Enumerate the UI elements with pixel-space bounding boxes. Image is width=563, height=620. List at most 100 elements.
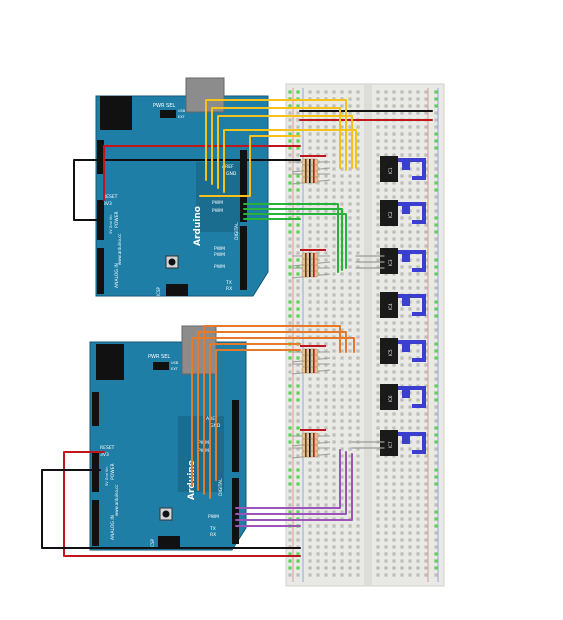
breadboard-hole: [384, 139, 388, 143]
breadboard-hole: [408, 545, 412, 549]
sensor-blue-lead: [398, 432, 426, 454]
breadboard-hole: [416, 307, 420, 311]
breadboard-hole: [316, 538, 320, 542]
breadboard-hole: [308, 216, 312, 220]
breadboard-hole: [376, 363, 380, 367]
breadboard-hole: [288, 104, 292, 108]
breadboard-hole: [296, 237, 300, 241]
reset-button-cap: [168, 258, 176, 266]
breadboard-hole: [340, 321, 344, 325]
breadboard-hole: [434, 216, 438, 220]
breadboard-hole: [416, 300, 420, 304]
breadboard-hole: [332, 286, 336, 290]
resistor-band: [309, 445, 311, 451]
breadboard-hole: [356, 517, 360, 521]
breadboard-hole: [288, 230, 292, 234]
breadboard-hole: [424, 524, 428, 528]
breadboard-hole: [296, 251, 300, 255]
breadboard-hole: [424, 321, 428, 325]
wire-orange-4: [209, 343, 301, 499]
resistor-band: [313, 361, 315, 367]
breadboard-hole: [392, 97, 396, 101]
breadboard-hole: [356, 552, 360, 556]
wire-yellow-4: [223, 129, 357, 193]
breadboard-hole: [332, 300, 336, 304]
breadboard-hole: [356, 286, 360, 290]
breadboard-hole: [434, 181, 438, 185]
breadboard-hole: [400, 356, 404, 360]
header-digital-low: [240, 226, 247, 290]
breadboard-hole: [356, 181, 360, 185]
breadboard-hole: [296, 405, 300, 409]
breadboard-hole: [308, 531, 312, 535]
breadboard-hole: [324, 454, 328, 458]
breadboard-hole: [348, 321, 352, 325]
breadboard-hole: [340, 384, 344, 388]
breadboard-hole: [408, 216, 412, 220]
breadboard-hole: [416, 237, 420, 241]
breadboard-hole: [400, 90, 404, 94]
breadboard-hole: [296, 188, 300, 192]
breadboard-hole: [316, 146, 320, 150]
breadboard-hole: [340, 412, 344, 416]
breadboard-hole: [376, 398, 380, 402]
breadboard-hole: [376, 244, 380, 248]
breadboard-hole: [296, 230, 300, 234]
breadboard-hole: [356, 174, 360, 178]
breadboard-hole: [416, 230, 420, 234]
breadboard-hole: [324, 195, 328, 199]
resistor-band: [313, 159, 315, 165]
breadboard-hole: [424, 139, 428, 143]
breadboard-hole: [296, 125, 300, 129]
breadboard-hole: [384, 482, 388, 486]
breadboard-hole: [400, 559, 404, 563]
breadboard-hole: [288, 370, 292, 374]
breadboard-hole: [392, 111, 396, 115]
sensor-label: IC6: [388, 395, 393, 402]
breadboard-hole: [416, 573, 420, 577]
breadboard-hole: [416, 559, 420, 563]
breadboard-hole: [356, 468, 360, 472]
resistor-band: [305, 165, 307, 171]
breadboard-hole: [400, 111, 404, 115]
breadboard-hole: [332, 384, 336, 388]
breadboard-hole: [332, 573, 336, 577]
breadboard-hole: [308, 209, 312, 213]
breadboard-hole: [392, 377, 396, 381]
breadboard-hole: [340, 356, 344, 360]
breadboard-hole: [434, 111, 438, 115]
breadboard-hole: [416, 412, 420, 416]
breadboard-hole: [376, 531, 380, 535]
breadboard-hole: [340, 552, 344, 556]
breadboard-hole: [356, 454, 360, 458]
wire-green-2: [243, 208, 343, 271]
breadboard-hole: [424, 426, 428, 430]
breadboard-hole: [416, 447, 420, 451]
breadboard-hole: [424, 510, 428, 514]
breadboard-hole: [348, 405, 352, 409]
breadboard-hole: [324, 209, 328, 213]
breadboard-hole: [332, 398, 336, 402]
breadboard-hole: [324, 321, 328, 325]
breadboard-hole: [316, 251, 320, 255]
breadboard-hole: [424, 559, 428, 563]
breadboard-hole: [356, 90, 360, 94]
breadboard-hole: [408, 188, 412, 192]
breadboard-hole: [324, 237, 328, 241]
breadboard-hole: [316, 293, 320, 297]
sensor-body: [380, 200, 398, 226]
breadboard-hole: [340, 475, 344, 479]
breadboard-hole: [424, 111, 428, 115]
breadboard-hole: [416, 328, 420, 332]
breadboard-hole: [332, 447, 336, 451]
breadboard-hole: [384, 419, 388, 423]
breadboard-hole: [416, 167, 420, 171]
breadboard-hole: [408, 139, 412, 143]
resistor-band: [305, 265, 307, 271]
breadboard-hole: [376, 447, 380, 451]
breadboard-hole: [434, 293, 438, 297]
breadboard-hole: [376, 482, 380, 486]
breadboard-hole: [296, 412, 300, 416]
breadboard-hole: [324, 405, 328, 409]
breadboard-hole: [416, 335, 420, 339]
